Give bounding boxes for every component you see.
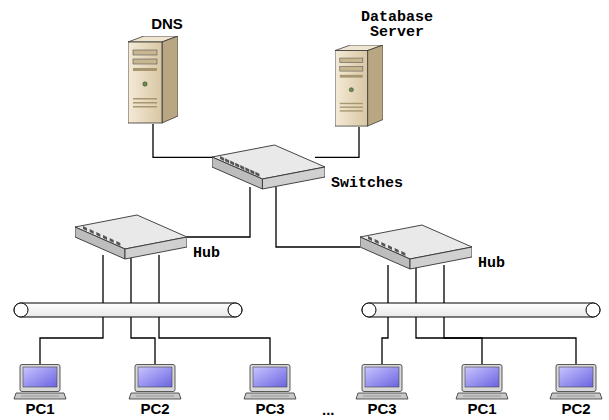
- node-label: Hub: [193, 246, 220, 261]
- ellipsis-label: ...: [322, 402, 335, 417]
- network-device-icon: [212, 143, 325, 191]
- pc-icon: [128, 364, 182, 400]
- pc-node: PC3: [355, 364, 409, 400]
- network-cable: [276, 187, 360, 247]
- pc-icon: [549, 364, 603, 400]
- pc-icon: [455, 364, 509, 400]
- pc-node: PC2: [128, 364, 182, 400]
- network-device-node: Hub: [75, 213, 187, 261]
- pc-icon: [243, 364, 297, 400]
- server-icon: [128, 36, 178, 124]
- bus-cable: [362, 303, 600, 317]
- node-label: Database Server: [347, 10, 447, 40]
- pc-icon: [355, 364, 409, 400]
- pc-icon: [13, 364, 67, 400]
- pc-node: PC3: [243, 364, 297, 400]
- node-label: PC2: [561, 401, 590, 416]
- node-label: Switches: [331, 176, 403, 191]
- network-cable: [187, 187, 250, 237]
- network-device-icon: [75, 213, 187, 261]
- server-node: DNS: [128, 36, 178, 124]
- node-label: PC2: [140, 401, 169, 416]
- network-device-icon: [360, 223, 472, 271]
- pc-node: PC2: [549, 364, 603, 400]
- pc-node: PC1: [455, 364, 509, 400]
- node-label: PC3: [255, 401, 284, 416]
- node-label: DNS: [151, 16, 183, 31]
- node-label: PC1: [25, 401, 54, 416]
- server-node: Database Server: [335, 45, 383, 127]
- network-device-node: Switches: [212, 143, 325, 191]
- network-device-node: Hub: [360, 223, 472, 271]
- pc-node: PC1: [13, 364, 67, 400]
- node-label: PC3: [367, 401, 396, 416]
- node-label: Hub: [478, 256, 505, 271]
- server-icon: [335, 45, 383, 127]
- network-cable: [315, 127, 359, 157]
- bus-cable: [14, 303, 242, 317]
- node-label: PC1: [467, 401, 496, 416]
- network-cable: [153, 124, 216, 157]
